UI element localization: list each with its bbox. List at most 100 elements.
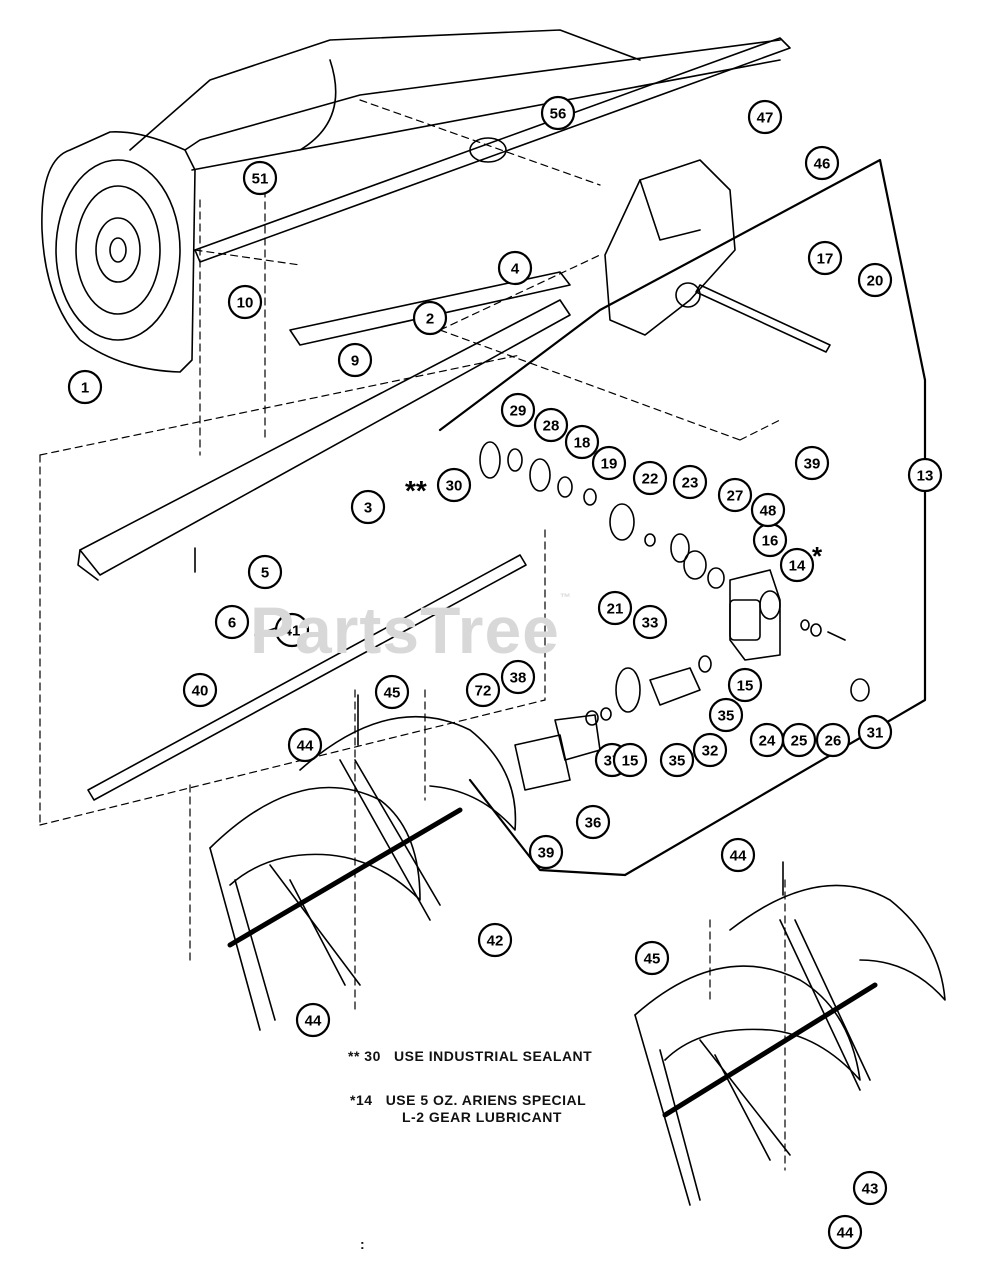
note-lubricant-line1: *14 USE 5 OZ. ARIENS SPECIAL: [350, 1092, 587, 1108]
callout-15a: 15: [727, 667, 763, 703]
note-lubricant-line2: L-2 GEAR LUBRICANT: [402, 1109, 562, 1125]
callout-circle: [337, 342, 373, 378]
callout-circle: [436, 467, 472, 503]
callout-number: 28: [543, 418, 560, 435]
callout-circle: [528, 834, 564, 870]
cover-plate: [514, 734, 571, 791]
callout-39a: 39: [794, 445, 830, 481]
spur-gear: [615, 667, 641, 713]
plug-31: [850, 678, 870, 702]
callout-25: 25: [781, 722, 817, 758]
impeller-hub: [469, 137, 507, 163]
callout-33: 33: [632, 604, 668, 640]
callout-10: 10: [227, 284, 263, 320]
callout-circle: [597, 590, 633, 626]
callout-circle: [500, 392, 536, 428]
callout-circle: [350, 489, 386, 525]
callout-number: 20: [867, 273, 884, 290]
callout-number: 17: [817, 251, 834, 268]
callout-number: 36: [585, 815, 602, 832]
callout-circle: [692, 732, 728, 768]
callout-number: 44: [305, 1013, 322, 1030]
callout-circle: [274, 612, 310, 648]
callout-44c: 44: [720, 837, 756, 873]
bushing: [649, 667, 701, 706]
callout-27: 27: [717, 477, 753, 513]
callout-circle: [720, 837, 756, 873]
callout-circle: [632, 460, 668, 496]
watermark-text: PartsTree: [250, 593, 560, 667]
callout-41: 41: [274, 612, 310, 648]
gear-case: [729, 569, 781, 661]
worm-gear-21: [609, 503, 635, 541]
callout-number: 44: [837, 1225, 854, 1242]
gearbox-housing: [604, 159, 736, 336]
callout-circle: [659, 742, 695, 778]
callout-circle: [852, 1170, 888, 1206]
callout-number: 1: [81, 380, 89, 397]
callout-circle: [540, 95, 576, 131]
callout-35a: 35: [708, 697, 744, 733]
callout-number: 16: [762, 533, 779, 550]
callout-number: 51: [252, 171, 269, 188]
callout-circle: [708, 697, 744, 733]
callout-circle: [807, 240, 843, 276]
callout-number: 32: [702, 743, 719, 760]
callout-72: 72: [465, 672, 501, 708]
callout-circle: [794, 445, 830, 481]
callout-circle: [857, 714, 893, 750]
cutting-edge: [79, 299, 571, 576]
callout-number: 39: [804, 456, 821, 473]
callout-24: 24: [749, 722, 785, 758]
callout-15b: 15: [612, 742, 648, 778]
callout-35b: 35: [659, 742, 695, 778]
callout-number: 3: [364, 500, 372, 517]
callout-circle: [672, 464, 708, 500]
callout-number: 56: [550, 106, 567, 123]
callout-number: 30: [446, 478, 463, 495]
callout-number: 9: [351, 353, 359, 370]
callout-44d: 44: [827, 1214, 863, 1250]
callout-circle: [374, 674, 410, 710]
callout-45a: 45: [374, 674, 410, 710]
callout-circle: [727, 667, 763, 703]
callout-40: 40: [182, 672, 218, 708]
callout-number: 14: [789, 558, 806, 575]
callout-30: 30: [436, 467, 472, 503]
callout-number: 2: [426, 311, 434, 328]
callout-46: 46: [804, 145, 840, 181]
callout-number: 4: [511, 261, 520, 278]
callout-number: 26: [825, 733, 842, 750]
callout-1: 1: [67, 369, 103, 405]
callout-circle: [465, 672, 501, 708]
callout-42: 42: [477, 922, 513, 958]
chain-line: [438, 158, 927, 877]
callout-number: 47: [757, 110, 774, 127]
callout-number: 29: [510, 403, 527, 420]
callout-number: 15: [622, 753, 639, 770]
callout-circle: [287, 727, 323, 763]
callout-circle: [500, 659, 536, 695]
callout-31: 31: [857, 714, 893, 750]
callout-circle: [412, 300, 448, 336]
impeller-opening: [55, 159, 181, 341]
callout-6: 6: [214, 604, 250, 640]
callout-43: 43: [852, 1170, 888, 1206]
callout-circle: [781, 722, 817, 758]
callout-circle: [634, 940, 670, 976]
callout-number: 24: [759, 733, 776, 750]
callout-number: 72: [475, 683, 492, 700]
callout-circle: [533, 407, 569, 443]
footer-mark: :: [360, 1236, 366, 1252]
callout-number: 48: [760, 503, 777, 520]
callout-number: 22: [642, 471, 659, 488]
callout-5: 5: [247, 554, 283, 590]
callout-number: 23: [682, 475, 699, 492]
callout-circle: [779, 547, 815, 583]
callout-circle: [804, 145, 840, 181]
callout-circle: [564, 424, 600, 460]
callout-44b: 44: [295, 1002, 331, 1038]
callout-number: 21: [607, 601, 624, 618]
callout-20: 20: [857, 262, 893, 298]
callout-number: 42: [487, 933, 504, 950]
